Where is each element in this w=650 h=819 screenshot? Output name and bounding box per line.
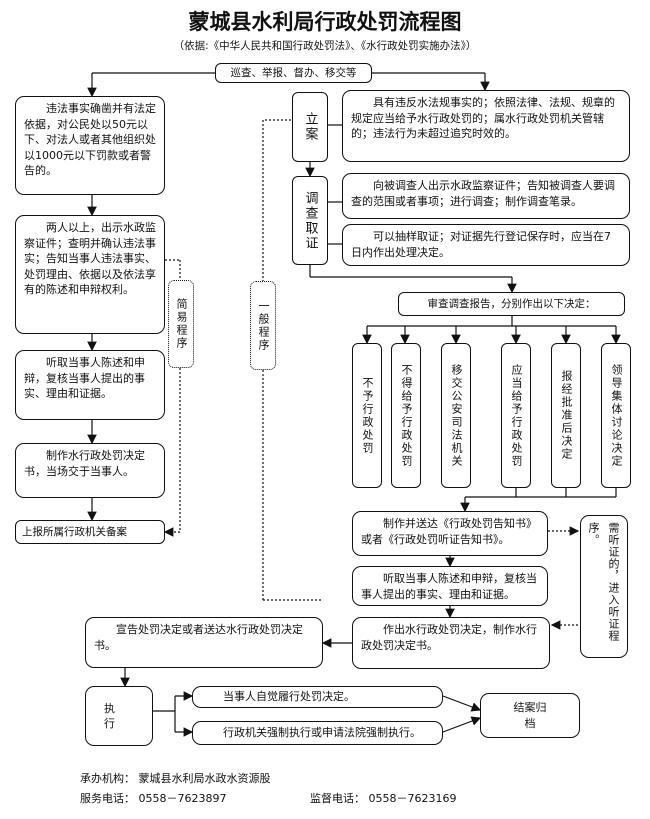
general-procedure-label: 一般程序 [250,281,276,370]
investigate-box: 调查取证 [292,176,328,265]
notice-box: 制作并送达《行政处罚告知书》或者《行政处罚听证告知书》。 [352,511,548,556]
execute-box: 执行 [85,686,153,746]
filing-box: 立案 [292,92,328,162]
page-title: 蒙城县水利局行政处罚流程图 [188,10,462,34]
footer-org: 承办机构： 蒙城县水利局水政水资源股 [80,772,271,785]
investigate-desc-2: 可以抽样取证；对证据先行登记保存时，应当在7日内作出处理决定。 [342,224,630,266]
decision-4: 应当给予行政处罚 [501,343,531,488]
enforce-box: 行政机关强制执行或申请法院强制执行。 [192,721,443,745]
legal-basis: （依据:《中华人民共和国行政处罚法》、《水行政处罚实施办法》） [173,40,477,52]
simple-step-4: 制作水行政处罚决定书，当场交于当事人。 [15,443,165,498]
hearing-box: 需听证的，进入听证程序。 [580,515,628,658]
filing-desc: 具有违反水法规事实的；依照法律、法规、规章的规定应当给予水行政处罚的；属水行政处… [342,90,630,162]
top-source-box: 巡查、举报、督办、移交等 [215,63,372,83]
simple-step-2: 两人以上，出示水政监察证件；查明并确认违法事实；告知当事人违法事实、处罚理由、依… [15,215,165,334]
decision-2: 不得给予行政处罚 [391,343,421,488]
decision-1: 不予行政处罚 [352,343,382,488]
decision-3: 移交公安司法机关 [441,343,471,488]
simple-step-3: 听取当事人陈述和申辩，复核当事人提出的事实、理由和证据。 [15,350,165,420]
simple-procedure-label: 简易程序 [168,280,194,368]
decision-6: 领导集体讨论决定 [601,343,631,488]
decision-5: 报经批准后决定 [551,343,581,488]
investigate-desc-1: 向被调查人出示水政监察证件；告知被调查人要调查的范围或者事项；进行调查；制作调查… [342,173,630,219]
statement-box: 听取当事人陈述和申辩，复核当事人提出的事实、理由和证据。 [352,566,548,606]
voluntary-box: 当事人自觉履行处罚决定。 [192,686,443,708]
footer-supervise-phone: 监督电话： 0558－7623169 [310,792,457,805]
simple-step-5: 上报所属行政机关备案 [15,520,165,544]
close-box: 结案归档 [480,693,580,738]
footer-service-phone: 服务电话： 0558－7623897 [80,792,227,805]
decision-doc-box: 作出水行政处罚决定，制作水行政处罚决定书。 [352,617,550,669]
announce-box: 宣告处罚决定或者送达水行政处罚决定书。 [85,617,323,668]
simple-step-1: 违法事实确凿并有法定依据，对公民处以50元以下、对法人或者其他组织处以1000元… [15,96,165,195]
review-box: 审查调查报告，分别作出以下决定： [398,292,625,316]
